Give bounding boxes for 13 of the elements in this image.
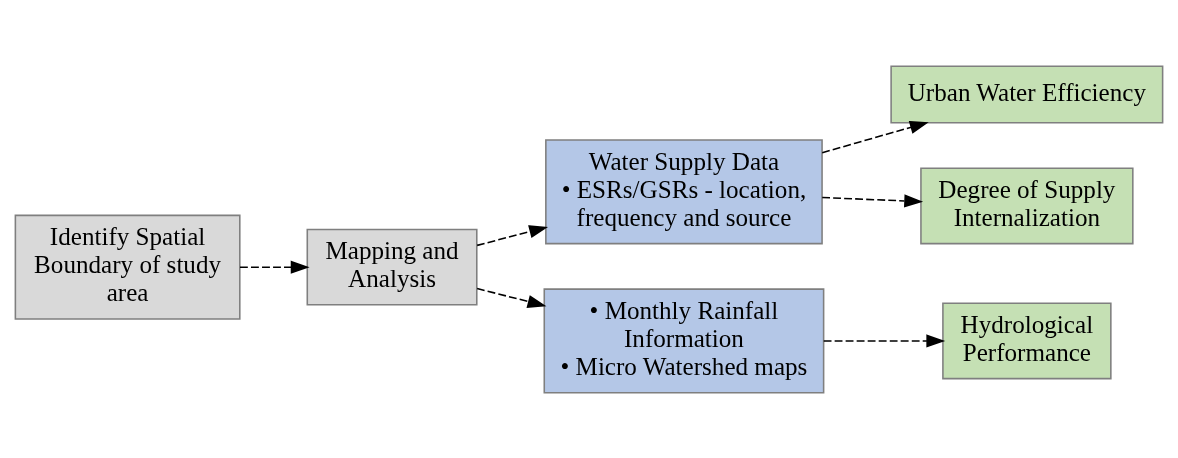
arrow [476, 224, 549, 246]
arrow [821, 120, 929, 153]
arrow [239, 260, 310, 274]
arrow [821, 193, 924, 207]
node-box: Mapping and Analysis [306, 228, 478, 306]
node-box: Hydrological Performance [942, 301, 1112, 379]
node-box: Water Supply Data • ESRs/GSRs - location, frequency and source [545, 138, 823, 244]
node-box: Identify Spatial Boundary of study area [14, 214, 241, 320]
node-box: Urban Water Efficiency [890, 65, 1164, 124]
node-box: • Monthly Rainfall Information • Micro Watershed maps [543, 287, 825, 393]
arrow [476, 287, 547, 308]
node-box: Degree of Supply Internalization [920, 167, 1134, 244]
arrow [822, 333, 946, 348]
